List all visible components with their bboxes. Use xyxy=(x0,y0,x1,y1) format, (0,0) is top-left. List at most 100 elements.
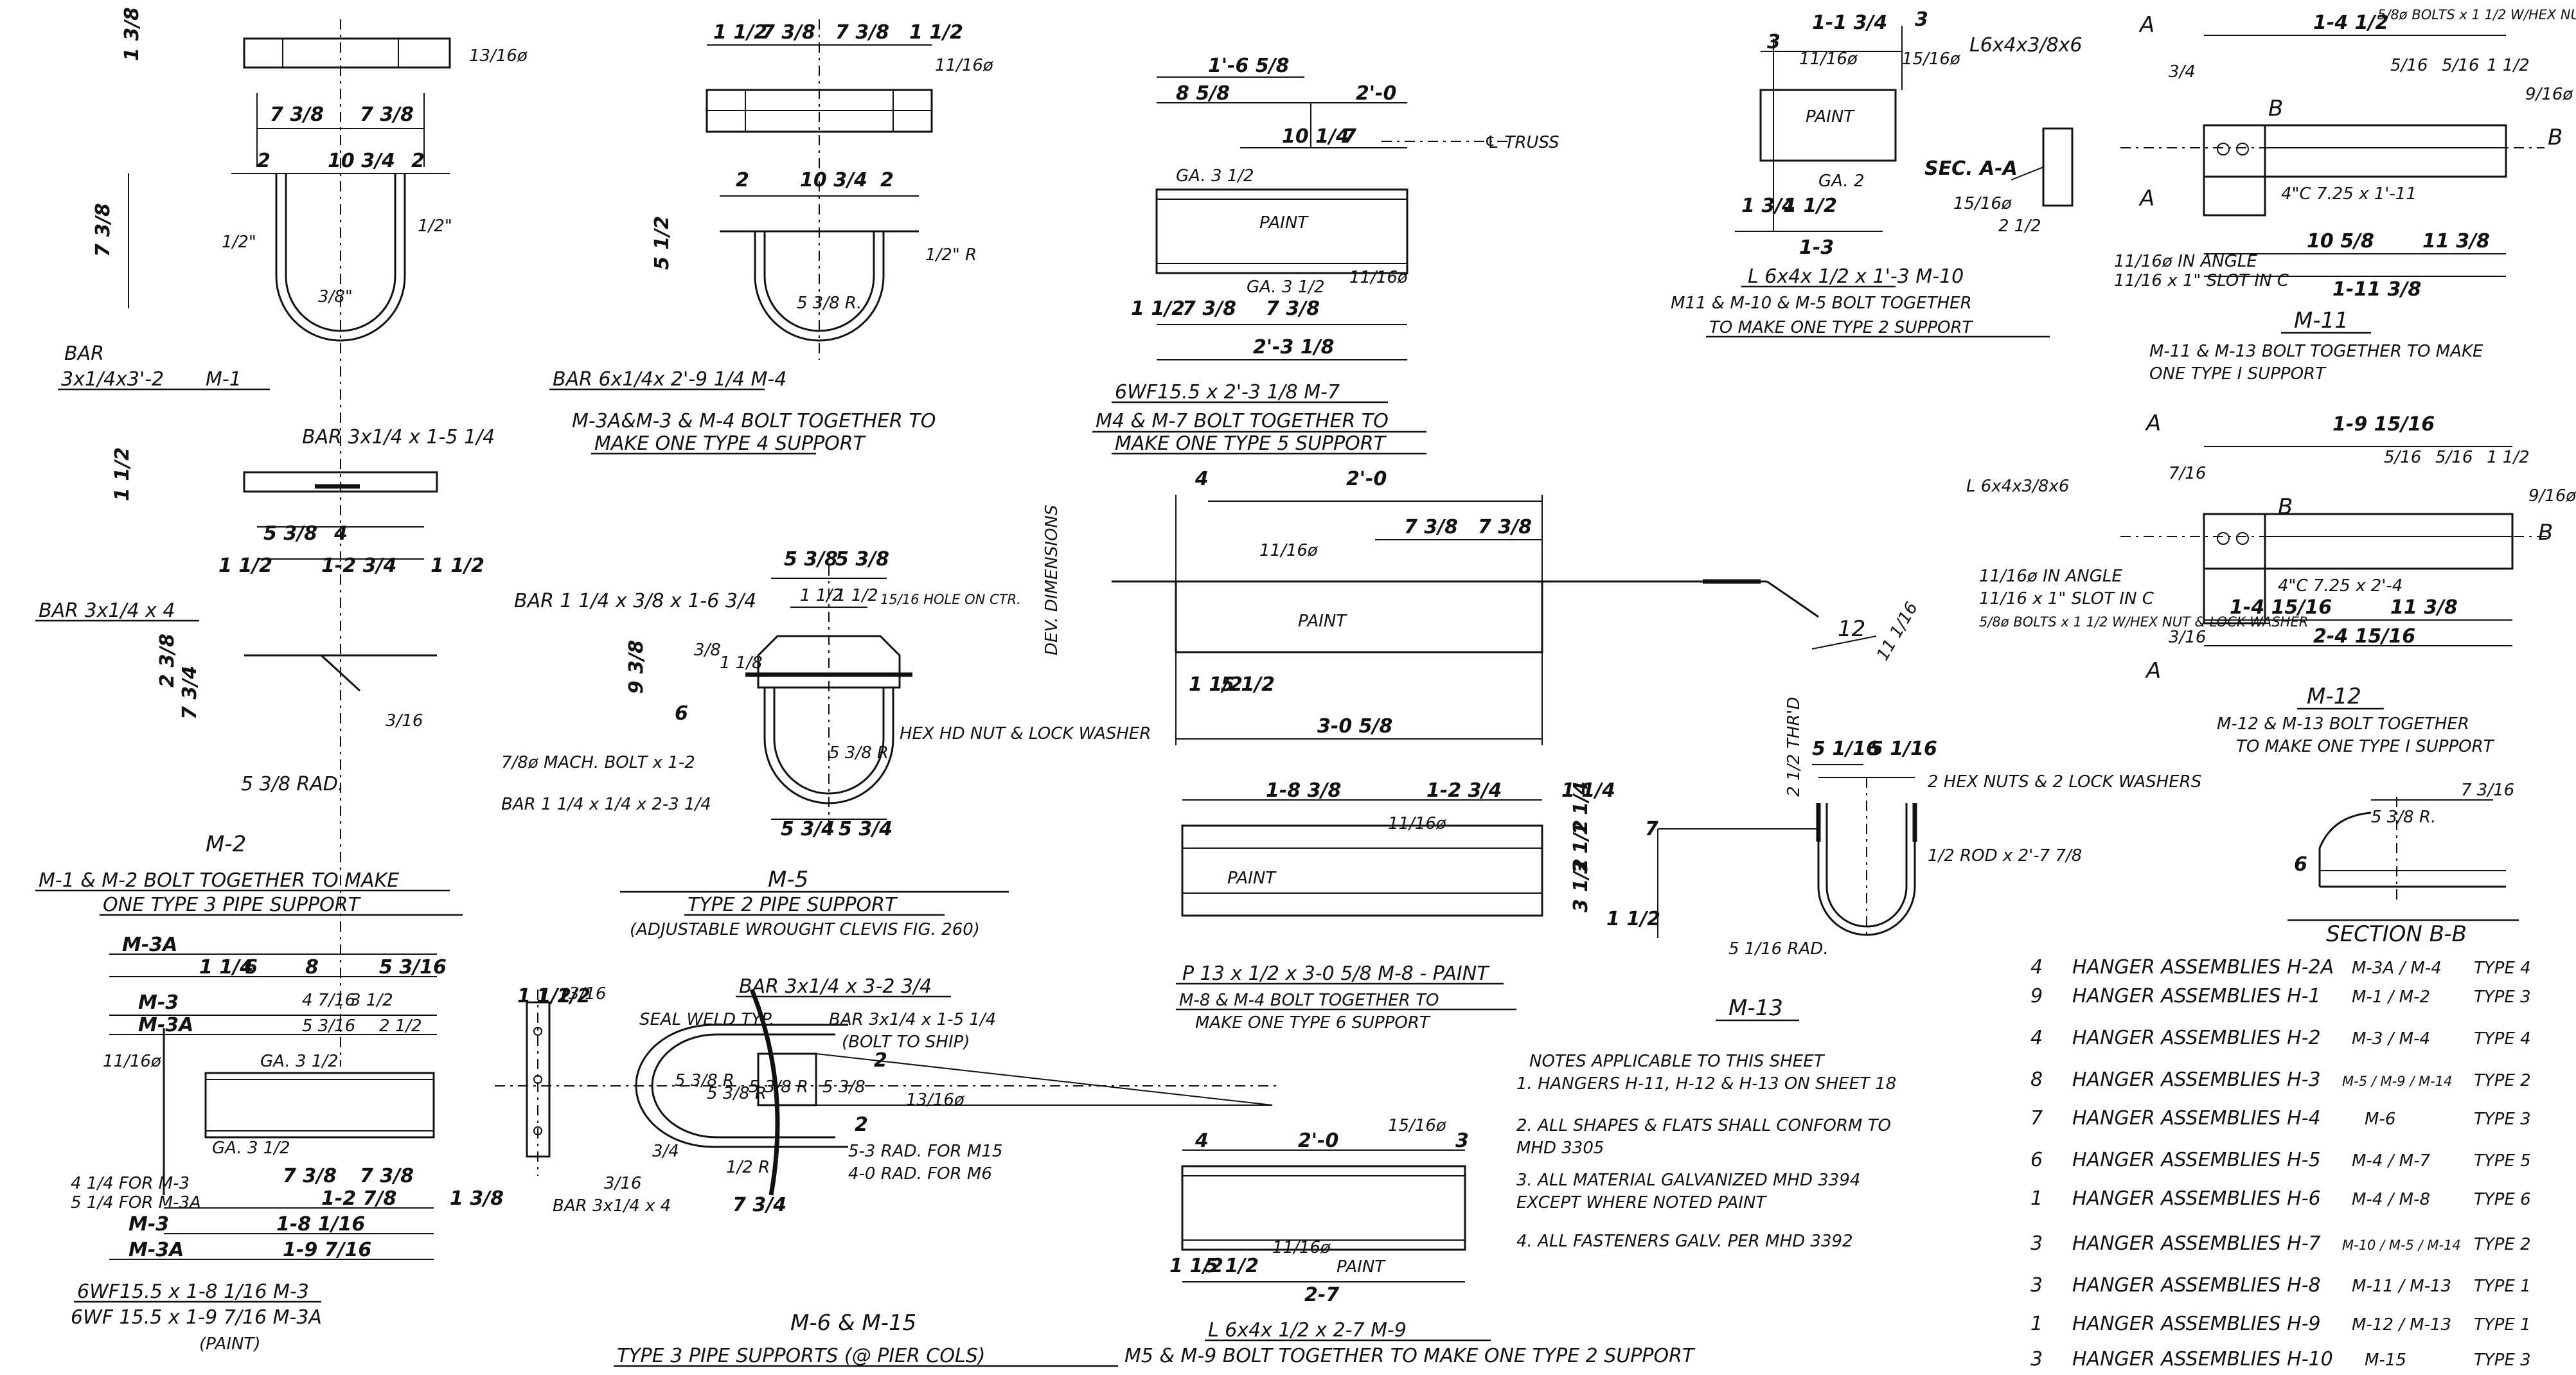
row-qty: 3 xyxy=(2030,1232,2043,1255)
row-type: TYPE 2 xyxy=(2474,1071,2531,1090)
m8-dim-1: 4 xyxy=(1195,468,1209,490)
m8-slope-2: 11 1/16 xyxy=(1873,599,1922,664)
m6-dim-4: 5 3/8 R xyxy=(675,1071,734,1090)
detail-m9: 4 2'-0 15/16ø 3 1 1/2 5 1/2 11/16ø 2-7 P… xyxy=(1124,1116,1696,1367)
row-qty: 8 xyxy=(2030,1069,2043,1091)
m3-dim-1: M-3A xyxy=(122,934,177,956)
m7-dim-8: 11/16ø xyxy=(1349,268,1408,287)
m9-dim-5: 1 1/2 xyxy=(1169,1255,1223,1277)
m11-dim-7: 1-11 3/8 xyxy=(2332,278,2421,301)
m8-dev: DEV. DIMENSIONS xyxy=(1042,505,1061,655)
m1-dim-7: 7 3/8 xyxy=(92,203,114,257)
m3-dim-9: M-3A xyxy=(138,1014,193,1036)
row-parts: M-15 xyxy=(2365,1351,2406,1370)
m5-dim-10: 5 3/8 R xyxy=(829,743,889,763)
row-desc: HANGER ASSEMBLIES H-4 xyxy=(2072,1107,2321,1130)
m7-dim-2: 8 5/8 xyxy=(1176,82,1230,105)
m10-dim-4: 11/16ø xyxy=(1799,49,1858,69)
m1-dim-4: 10 3/4 xyxy=(328,150,395,172)
row-type: TYPE 4 xyxy=(2474,1029,2531,1049)
m10-dim-3: 3 xyxy=(1767,31,1781,53)
m8-paint-2: PAINT xyxy=(1227,869,1277,888)
m2-dim-1: 1 1/2 xyxy=(111,447,134,501)
m6-dim-6: 5 3/8 R xyxy=(749,1078,808,1097)
m3-dim-16: 7 3/8 xyxy=(360,1165,414,1187)
m12-note-2: TO MAKE ONE TYPE I SUPPORT xyxy=(2236,737,2495,756)
m3-dim-14: GA. 3 1/2 xyxy=(212,1139,290,1158)
m6-dim-11: 7 3/4 xyxy=(733,1194,786,1216)
schedule-row: 3 HANGER ASSEMBLIES H-7 M-10 / M-5 / M-1… xyxy=(2030,1232,2531,1255)
m6-bar-1: BAR 3x1/4 x 3-2 3/4 xyxy=(739,975,932,998)
schedule-row: 3 HANGER ASSEMBLIES H-10 M-15 TYPE 3 xyxy=(2030,1348,2531,1371)
m10-paint-label: PAINT xyxy=(1806,107,1855,127)
schedule-row: 4 HANGER ASSEMBLIES H-2 M-3 / M-4 TYPE 4 xyxy=(2030,1027,2531,1049)
m12-note-1: M-12 & M-13 BOLT TOGETHER xyxy=(2217,714,2469,734)
row-type: TYPE 5 xyxy=(2474,1151,2531,1171)
m7-dim-5: 7 xyxy=(1343,125,1356,148)
m8-dim-13: 1 1/4 xyxy=(1570,781,1592,835)
m2-dim-7: 2 3/8 xyxy=(156,634,179,688)
m1-dim-8: 1/2" xyxy=(222,233,256,252)
m10-section-label: SEC. A-A xyxy=(1924,157,2018,180)
row-type: TYPE 1 xyxy=(2474,1277,2531,1296)
m13-dim-3: 2 1/2 THR'D xyxy=(1784,696,1804,797)
row-type: TYPE 2 xyxy=(2474,1235,2531,1254)
m5-bar-2: BAR 1 1/4 x 1/4 x 2-3 1/4 xyxy=(501,795,711,814)
m10-dim-8: GA. 2 xyxy=(1818,172,1865,191)
m9-label: L 6x4x 1/2 x 2-7 M-9 xyxy=(1208,1319,1407,1342)
m6-dim-5: 5 3/8 R xyxy=(707,1084,767,1103)
m10-dim-1: 1-1 3/4 xyxy=(1812,12,1887,34)
row-type: TYPE 3 xyxy=(2474,1351,2531,1370)
m10-dim-11: 2 1/2 xyxy=(1998,217,2041,236)
m7-dim-12: 2'-3 1/8 xyxy=(1253,336,1335,359)
m12-mark: M-12 xyxy=(2307,684,2361,709)
m3-dim-4: 8 xyxy=(305,956,319,979)
m8-dim-14: 3 1/2 xyxy=(1570,820,1592,874)
m6-bar-3: BAR 3x1/4 x 4 xyxy=(553,1196,671,1216)
m11-slot-1: 11/16ø IN ANGLE xyxy=(2114,252,2257,271)
m6-bar-2: BAR 3x1/4 x 1-5 1/4 xyxy=(829,1010,996,1029)
notes-line-4: 3. ALL MATERIAL GALVANIZED MHD 3394 xyxy=(1516,1171,1860,1190)
m12-letter-a2: A xyxy=(2145,658,2161,684)
m11-note-1: M-11 & M-13 BOLT TOGETHER TO MAKE xyxy=(2149,342,2483,361)
m3-dim-7: 4 7/16 xyxy=(302,991,355,1010)
row-desc: HANGER ASSEMBLIES H-9 xyxy=(2072,1313,2321,1335)
m8-dim-7: 5 1/2 xyxy=(1221,673,1275,696)
m10-dim-5: 15/16ø xyxy=(1902,49,1961,69)
m7-note-2: MAKE ONE TYPE 5 SUPPORT xyxy=(1115,432,1387,455)
detail-m3: M-3A 1 1/4 6 8 5 3/16 M-3 4 7/16 3 1/2 M… xyxy=(71,934,504,1354)
m11-dim-1: 1-4 1/2 xyxy=(2313,12,2388,34)
m11-letter-a1: A xyxy=(2138,12,2154,38)
m4-dim-4: 1 1/2 xyxy=(909,21,963,44)
m6-dim-9: 3/4 xyxy=(652,1142,679,1161)
m11-dim-5: 10 5/8 xyxy=(2307,230,2374,253)
m10-dim-6: 1 3/4 xyxy=(1741,195,1795,217)
m6-dim-1: 1 1/2 xyxy=(517,985,571,1007)
m5-note: TYPE 2 PIPE SUPPORT xyxy=(688,894,898,916)
m13-dim-5: 5 1/16 RAD. xyxy=(1728,939,1829,959)
m5-dim-7: 3/8 xyxy=(694,641,721,660)
m11-dim-8: 9/16ø xyxy=(2525,85,2573,104)
m4-note-1: M-3A&M-3 & M-4 BOLT TOGETHER TO xyxy=(572,410,936,432)
m1-dim-9: 1/2" xyxy=(418,217,452,236)
m13-dim-2: 5 1/16 xyxy=(1870,738,1937,760)
m1-dim-1: 7 3/8 xyxy=(270,103,324,126)
m1-dim-6: 1 3/8 xyxy=(121,7,143,61)
m12-dim-7: 3/16 xyxy=(2169,628,2206,647)
m8-dim-12: 11/16ø xyxy=(1388,814,1447,833)
m10-label: L 6x4x 1/2 x 1'-3 M-10 xyxy=(1748,265,1964,288)
m13-dim-4: 7 xyxy=(1645,818,1658,840)
row-parts: M-1 / M-2 xyxy=(2352,988,2430,1007)
m12-dim-5: 7/16 xyxy=(2169,464,2206,483)
m11-slot-2: 11/16 x 1" SLOT IN C xyxy=(2114,271,2289,290)
m7-dim-6: GA. 3 1/2 xyxy=(1176,166,1254,186)
m5-dim-4: 1 1/2 xyxy=(835,586,878,605)
m11-note-2: ONE TYPE I SUPPORT xyxy=(2149,364,2327,384)
m4-dim-9: 11/16ø xyxy=(935,56,994,75)
schedule-row: 3 HANGER ASSEMBLIES H-8 M-11 / M-13 TYPE… xyxy=(2030,1274,2531,1297)
m1-dim-5: 2 xyxy=(411,150,425,172)
bb-title: SECTION B-B xyxy=(2326,921,2467,947)
m12-bolts: 5/8ø BOLTS x 1 1/2 W/HEX NUT & LOCK WASH… xyxy=(1979,614,2308,630)
m4-dim-5: 2 xyxy=(736,169,749,191)
m12-dim-3: 5/16 xyxy=(2435,448,2473,467)
